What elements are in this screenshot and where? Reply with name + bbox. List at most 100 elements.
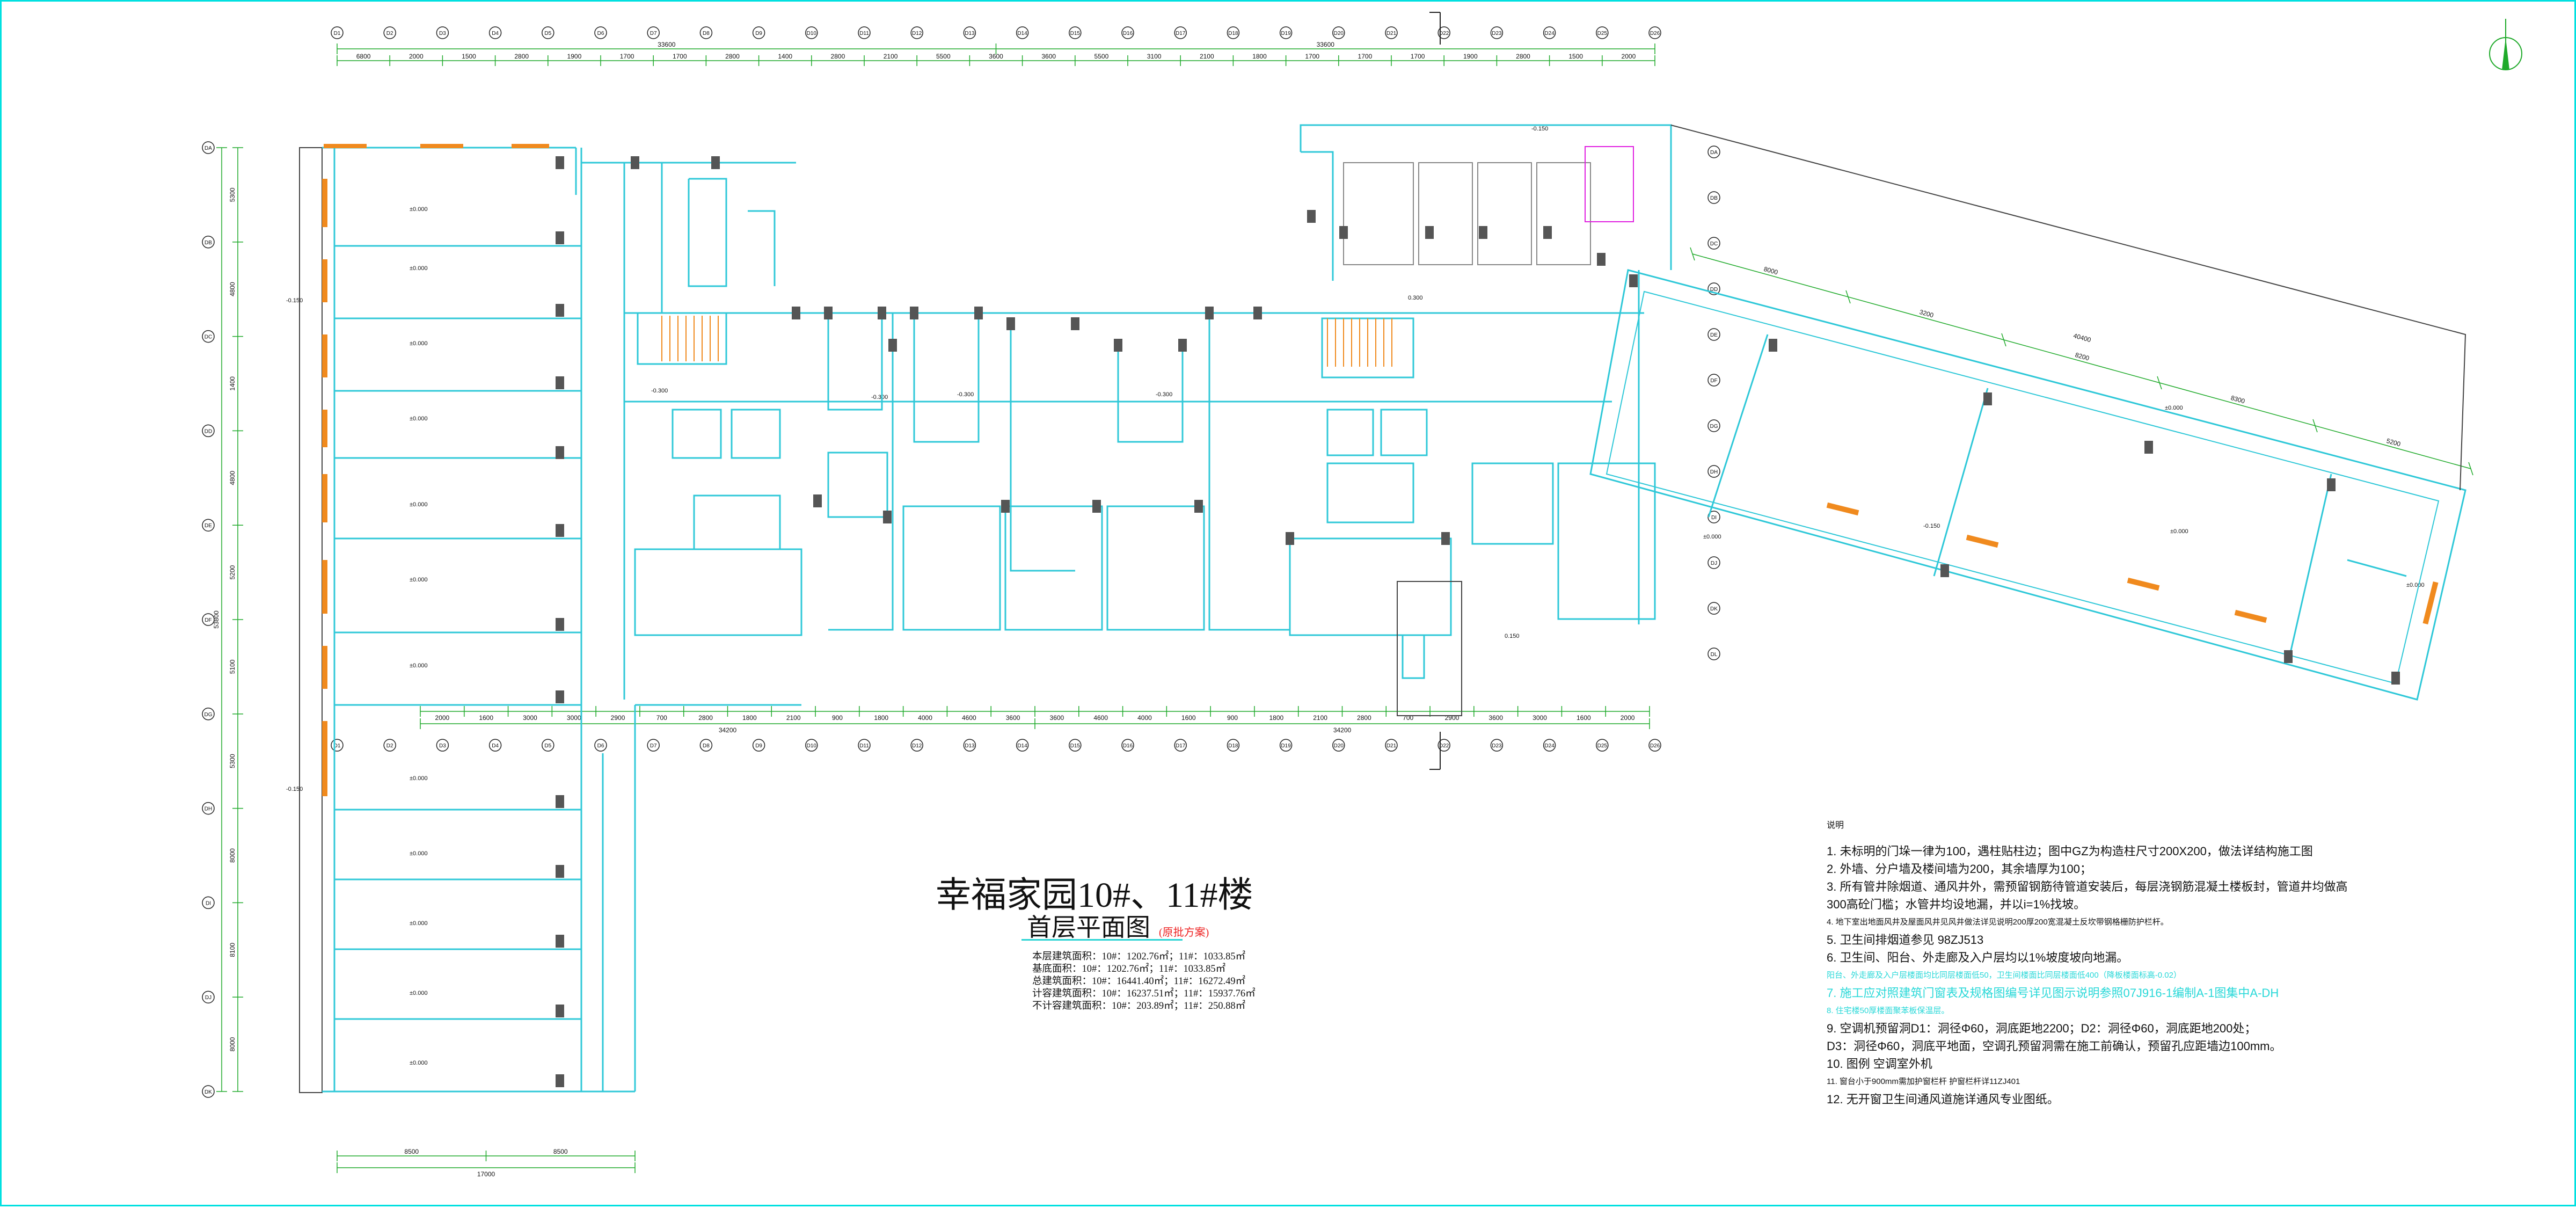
column — [1339, 226, 1348, 239]
axis-bubble — [910, 739, 923, 752]
dimension-label: DF — [205, 617, 211, 623]
axis-bubble — [542, 26, 554, 39]
note-item: 5. 卫生间排烟道参见 98ZJ513 — [1827, 933, 1984, 947]
dimension-label: D9 — [755, 31, 762, 37]
central-block — [581, 162, 1408, 706]
left-dimension-chain: 5300480014004800520051005300800081008000… — [213, 147, 243, 1092]
axis-bubble — [1543, 739, 1556, 752]
dimension-label: DG — [205, 712, 213, 718]
axis-bubble — [1707, 328, 1720, 341]
dimension-label: D10 — [807, 31, 817, 37]
dimension-label: 2100 — [1313, 714, 1327, 722]
dimension-label: 8000 — [1763, 265, 1779, 276]
dimension-tick — [1690, 247, 1695, 261]
dimension-label: ±0.000 — [410, 340, 428, 347]
axis-bubble — [202, 141, 215, 154]
axis-bubble — [805, 739, 818, 752]
dimension-label: DB — [1710, 195, 1718, 201]
column — [888, 339, 897, 352]
column — [556, 156, 564, 169]
dimension-label: D26 — [1650, 743, 1660, 749]
column — [556, 1074, 564, 1087]
dimension-label: DD — [205, 428, 212, 434]
axis-bubble — [594, 739, 607, 752]
axis-bubble — [542, 739, 554, 752]
column — [556, 1005, 564, 1017]
area-line: 基底面积：10#：1202.76㎡；11#：1033.85㎡ — [1032, 964, 1226, 974]
dimension-label: DF — [1710, 378, 1717, 384]
axis-bubble — [1016, 739, 1029, 752]
dimension-label: D19 — [1281, 31, 1291, 37]
dimension-label: D1 — [334, 743, 341, 749]
dimension-label: 17000 — [477, 1170, 495, 1178]
axis-bubble — [1707, 647, 1720, 660]
structural-columns — [556, 156, 2400, 1087]
dimension-label: ±0.000 — [1703, 534, 1721, 540]
dimension-label: D16 — [1123, 31, 1133, 37]
dimension-label: 8500 — [404, 1148, 419, 1155]
axis-bubble — [647, 739, 660, 752]
dimension-label: D22 — [1439, 31, 1449, 37]
dimension-label: 5500 — [936, 53, 951, 60]
dimension-label: ±0.000 — [410, 265, 428, 272]
dimension-label: D3 — [439, 743, 446, 749]
dimension-label: D8 — [703, 31, 710, 37]
dimension-label: 1400 — [778, 53, 792, 60]
column — [813, 494, 822, 507]
note-item: 11. 窗台小于900mm需加护窗栏杆 护窗栏杆详11ZJ401 — [1827, 1077, 2020, 1086]
axis-bubble — [1596, 739, 1609, 752]
stairs — [661, 316, 1392, 367]
dimension-label: DE — [205, 523, 212, 529]
area-line: 本层建筑面积：10#：1202.76㎡；11#：1033.85㎡ — [1032, 951, 1246, 962]
dimension-label: 900 — [1227, 714, 1238, 722]
axis-bubble — [383, 739, 396, 752]
dimension-label: ±0.000 — [410, 501, 428, 508]
dimension-label: 40400 — [2073, 332, 2092, 344]
dimension-label: DA — [205, 145, 212, 151]
dimension-label: -0.150 — [286, 786, 303, 792]
dimension-label: D13 — [965, 31, 975, 37]
dimension-label: -0.300 — [1156, 391, 1172, 398]
dimension-label: 2000 — [1622, 53, 1636, 60]
dimension-label: 5300 — [229, 754, 236, 768]
dimension-label: D15 — [1070, 31, 1081, 37]
dimension-label: 1700 — [1411, 53, 1425, 60]
axis-bubble — [1174, 26, 1187, 39]
column — [556, 865, 564, 878]
dimension-label: 4800 — [229, 471, 236, 485]
dimension-label: D12 — [912, 31, 922, 37]
area-line: 计容建筑面积：10#：16237.51㎡；11#：15937.76㎡ — [1032, 988, 1256, 999]
area-line: 总建筑面积：10#：16441.40㎡；11#：16272.49㎡ — [1032, 976, 1246, 987]
dimension-label: DB — [205, 240, 212, 246]
axis-bubble — [752, 739, 765, 752]
axis-bubble — [647, 26, 660, 39]
dimension-label: 2800 — [831, 53, 845, 60]
dimension-label: 6800 — [356, 53, 371, 60]
north-arrow-icon — [2487, 13, 2524, 75]
dimension-label: ±0.000 — [410, 920, 428, 927]
dimension-label: D5 — [544, 31, 551, 37]
dimension-label: 1900 — [567, 53, 582, 60]
dimension-label: -0.300 — [957, 391, 974, 398]
dimension-label: D2 — [386, 31, 393, 37]
axis-bubble — [1069, 739, 1082, 752]
dimension-label: DD — [1710, 287, 1718, 293]
dimension-label: 2800 — [514, 53, 529, 60]
axis-bubble — [1332, 26, 1345, 39]
axis-bubble — [1227, 739, 1240, 752]
dimension-label: 33600 — [1317, 41, 1335, 48]
dimension-label: 3600 — [1488, 714, 1503, 722]
dimension-label: 33600 — [658, 41, 676, 48]
dimension-label: D23 — [1492, 743, 1502, 749]
axis-bubble — [1707, 511, 1720, 523]
column — [2327, 478, 2336, 491]
note-item: 8. 住宅楼50厚楼面聚苯板保温层。 — [1827, 1006, 1950, 1015]
dimension-label: DJ — [205, 995, 211, 1001]
dimension-label: 3200 — [1918, 308, 1935, 319]
dimension-label: 2800 — [1516, 53, 1530, 60]
column — [1307, 210, 1316, 223]
column — [556, 935, 564, 948]
dimension-label: 4000 — [1137, 714, 1152, 722]
axis-bubble — [383, 26, 396, 39]
